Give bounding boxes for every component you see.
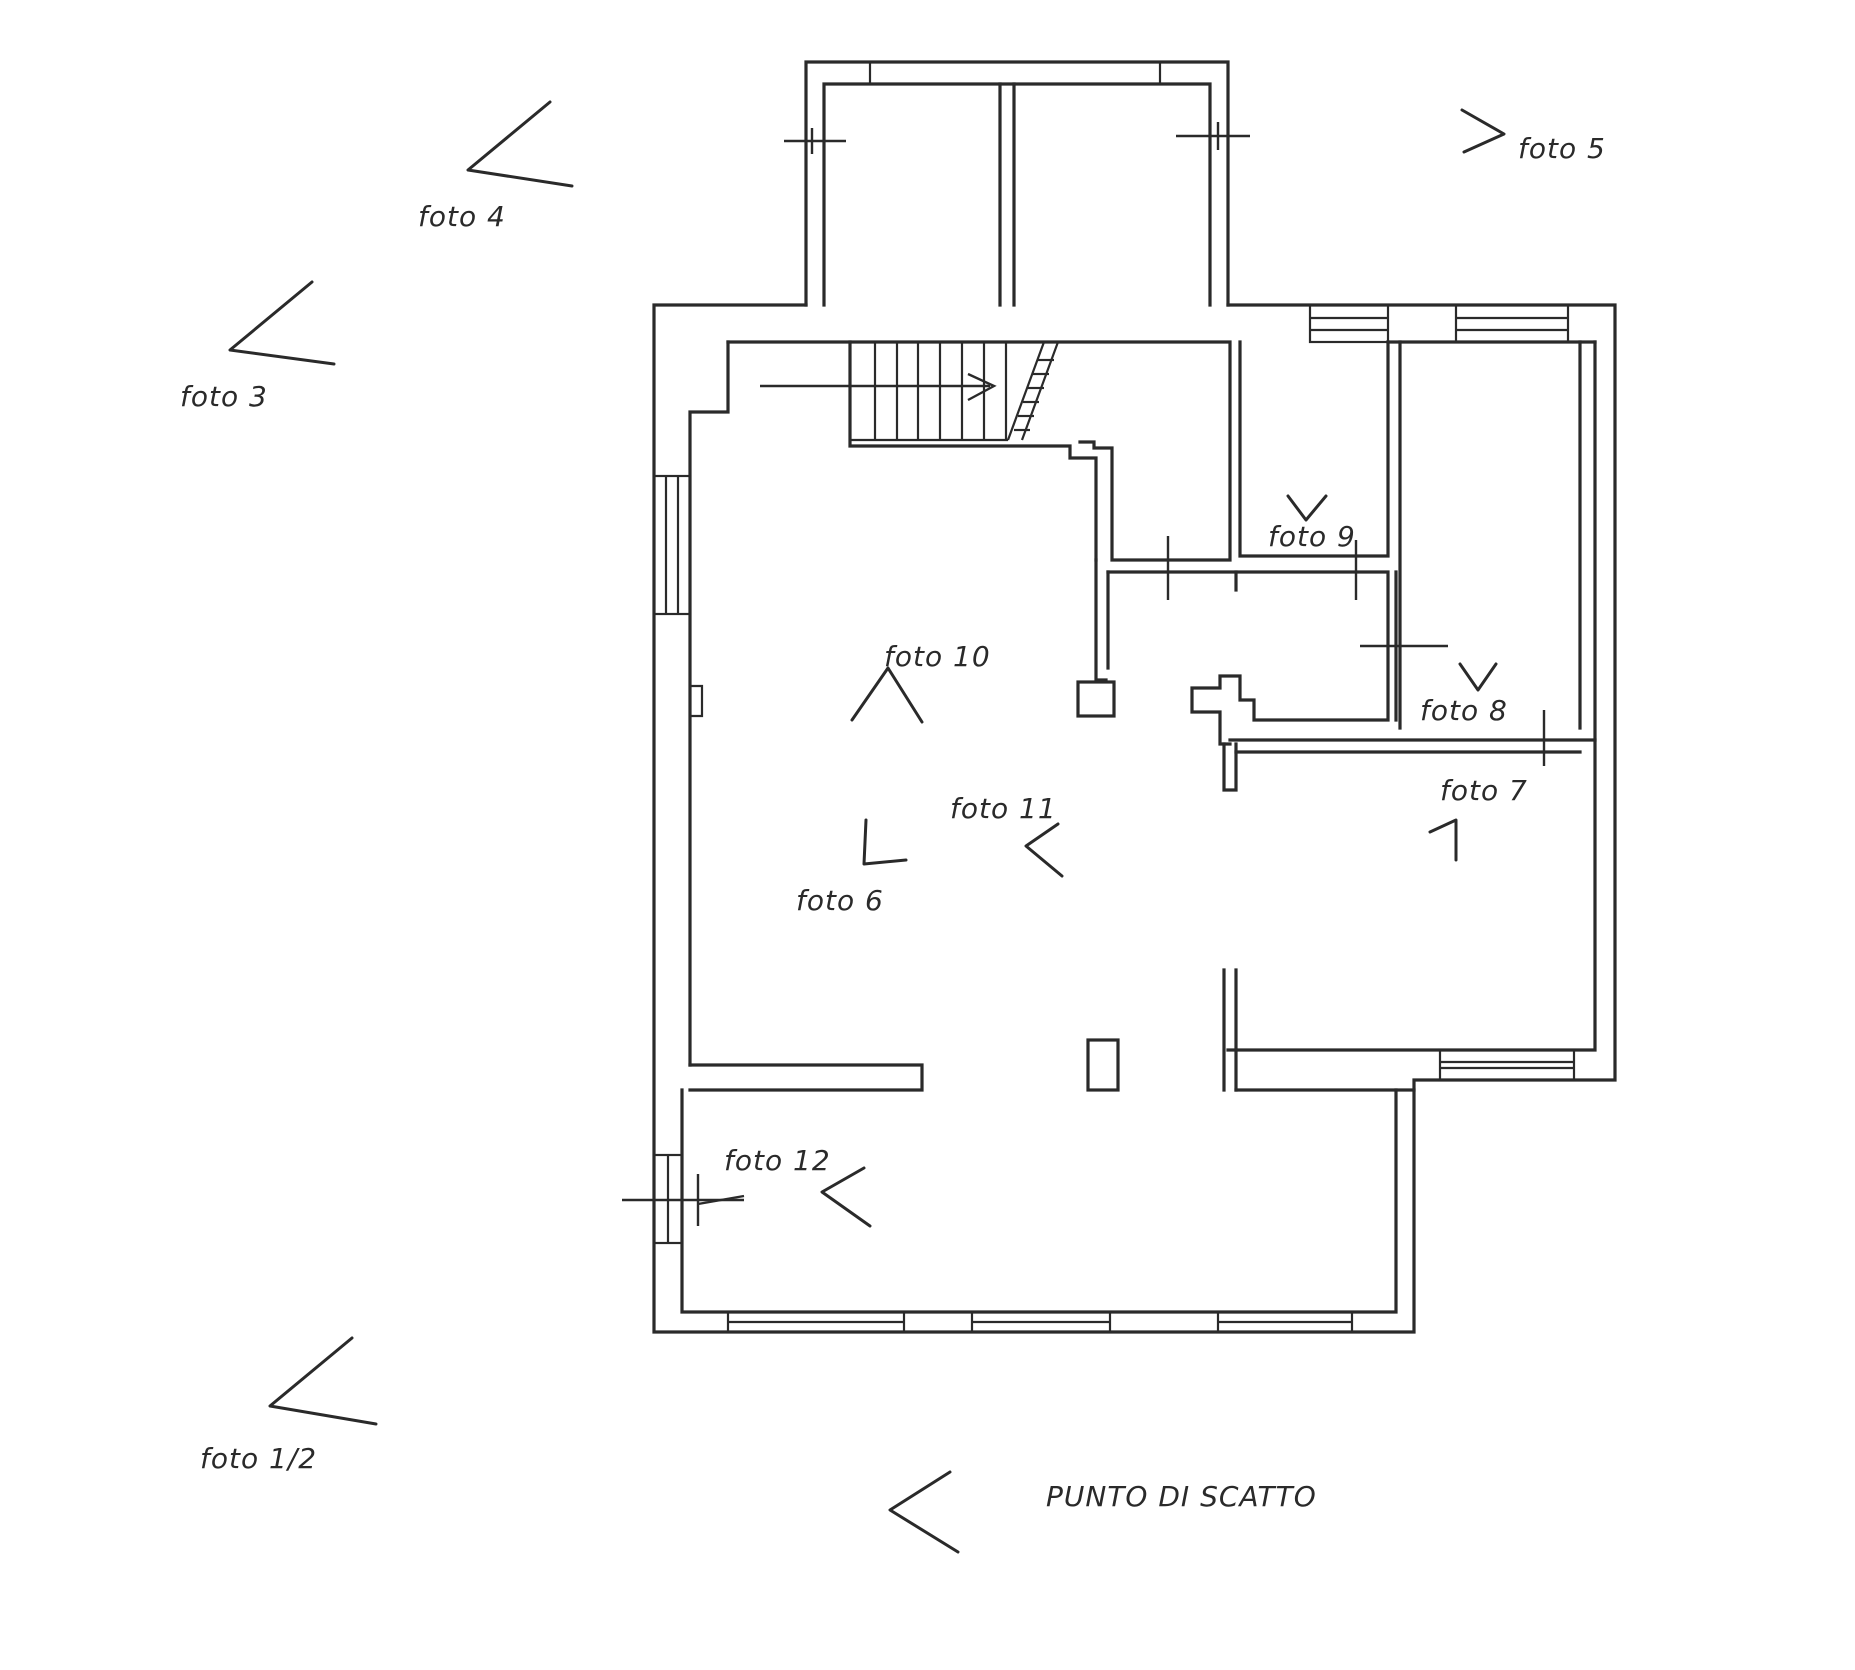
photo-labels: foto 4 foto 5 foto 3 foto 9 foto 10 foto…: [180, 132, 1606, 1475]
label-foto-11: foto 11: [950, 792, 1057, 825]
label-foto-12: foto 12: [724, 1144, 831, 1177]
label-foto-1-2: foto 1/2: [200, 1442, 317, 1475]
camera-marker-foto-8: [1458, 662, 1498, 692]
staircase: [760, 340, 1098, 562]
camera-marker-foto-7: [1428, 818, 1458, 862]
camera-marker-foto-5: [1460, 108, 1506, 154]
outer-walls: [652, 303, 1617, 1334]
label-foto-10: foto 10: [884, 640, 991, 673]
camera-marker-foto-4: [466, 100, 574, 188]
label-foto-6: foto 6: [796, 884, 884, 917]
north-annex: [784, 60, 1250, 307]
camera-marker-foto-9: [1286, 494, 1328, 522]
camera-marker-foto-3: [228, 280, 336, 366]
legend: PUNTO DI SCATTO: [888, 1470, 1317, 1554]
camera-marker-foto-10: [850, 666, 924, 724]
label-foto-9: foto 9: [1268, 520, 1356, 553]
label-foto-5: foto 5: [1518, 132, 1606, 165]
label-foto-8: foto 8: [1420, 694, 1508, 727]
camera-marker-foto-11: [1024, 822, 1064, 878]
legend-camera-marker: [888, 1470, 960, 1554]
camera-marker-foto-1-2: [268, 1336, 378, 1426]
camera-markers: [228, 100, 1506, 1426]
label-foto-3: foto 3: [180, 380, 268, 413]
legend-label: PUNTO DI SCATTO: [1046, 1480, 1317, 1513]
central-rooms: [1076, 536, 1597, 1092]
label-foto-4: foto 4: [418, 200, 506, 233]
windows: [652, 303, 1570, 1334]
label-foto-7: foto 7: [1440, 774, 1528, 807]
camera-marker-foto-12: [820, 1166, 872, 1228]
camera-marker-foto-6: [862, 818, 908, 866]
